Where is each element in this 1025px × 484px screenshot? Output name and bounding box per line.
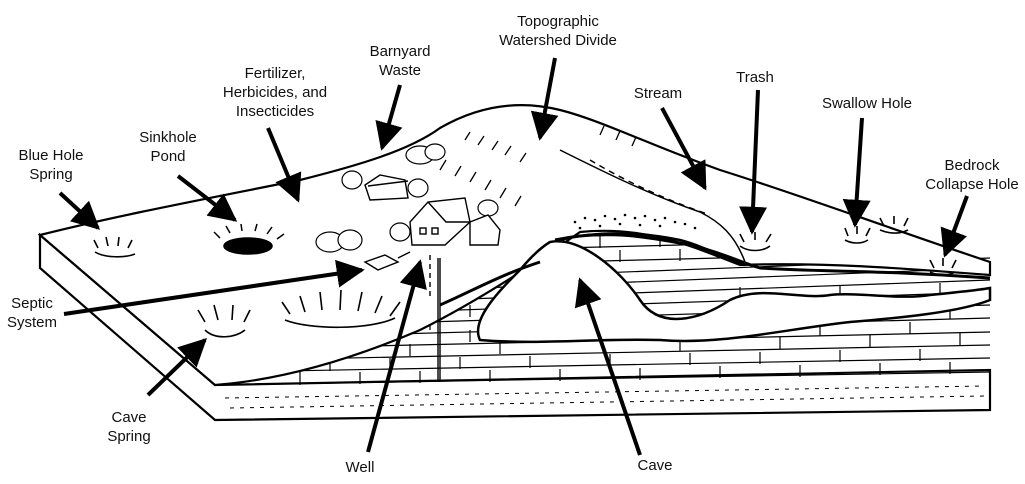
label-line: Septic — [0, 294, 64, 313]
label-swallow-hole: Swallow Hole — [812, 94, 922, 113]
label-line: System — [0, 313, 64, 332]
leader-swallow-hole — [855, 118, 862, 225]
label-line: Trash — [725, 68, 785, 87]
label-line: Insecticides — [210, 102, 340, 121]
label-trash: Trash — [725, 68, 785, 87]
label-line: Swallow Hole — [812, 94, 922, 113]
label-line: Pond — [128, 147, 208, 166]
label-line: Cave — [94, 408, 164, 427]
leader-blue-hole-spring — [60, 193, 98, 228]
label-blue-hole-spring: Blue Hole Spring — [6, 146, 96, 184]
label-line: Topographic — [488, 12, 628, 31]
label-line: Spring — [6, 165, 96, 184]
label-cave-spring: Cave Spring — [94, 408, 164, 446]
label-line: Blue Hole — [6, 146, 96, 165]
label-fertilizer-herbicides-insecticides: Fertilizer, Herbicides, and Insecticides — [210, 64, 340, 121]
label-line: Watershed Divide — [488, 31, 628, 50]
leader-bedrock-collapse — [945, 196, 967, 255]
label-line: Cave — [625, 456, 685, 475]
leader-barnyard-waste — [382, 85, 400, 148]
label-line: Fertilizer, — [210, 64, 340, 83]
label-line: Sinkhole — [128, 128, 208, 147]
label-bedrock-collapse-hole: Bedrock Collapse Hole — [920, 156, 1024, 194]
label-cave: Cave — [625, 456, 685, 475]
label-sinkhole-pond: Sinkhole Pond — [128, 128, 208, 166]
label-line: Bedrock — [920, 156, 1024, 175]
label-septic-system: Septic System — [0, 294, 64, 332]
label-line: Collapse Hole — [920, 175, 1024, 194]
label-well: Well — [330, 458, 390, 477]
label-barnyard-waste: Barnyard Waste — [360, 42, 440, 80]
label-stream: Stream — [618, 84, 698, 103]
label-line: Stream — [618, 84, 698, 103]
label-line: Waste — [360, 61, 440, 80]
label-line: Barnyard — [360, 42, 440, 61]
label-line: Spring — [94, 427, 164, 446]
label-line: Well — [330, 458, 390, 477]
label-topographic-watershed-divide: Topographic Watershed Divide — [488, 12, 628, 50]
label-line: Herbicides, and — [210, 83, 340, 102]
